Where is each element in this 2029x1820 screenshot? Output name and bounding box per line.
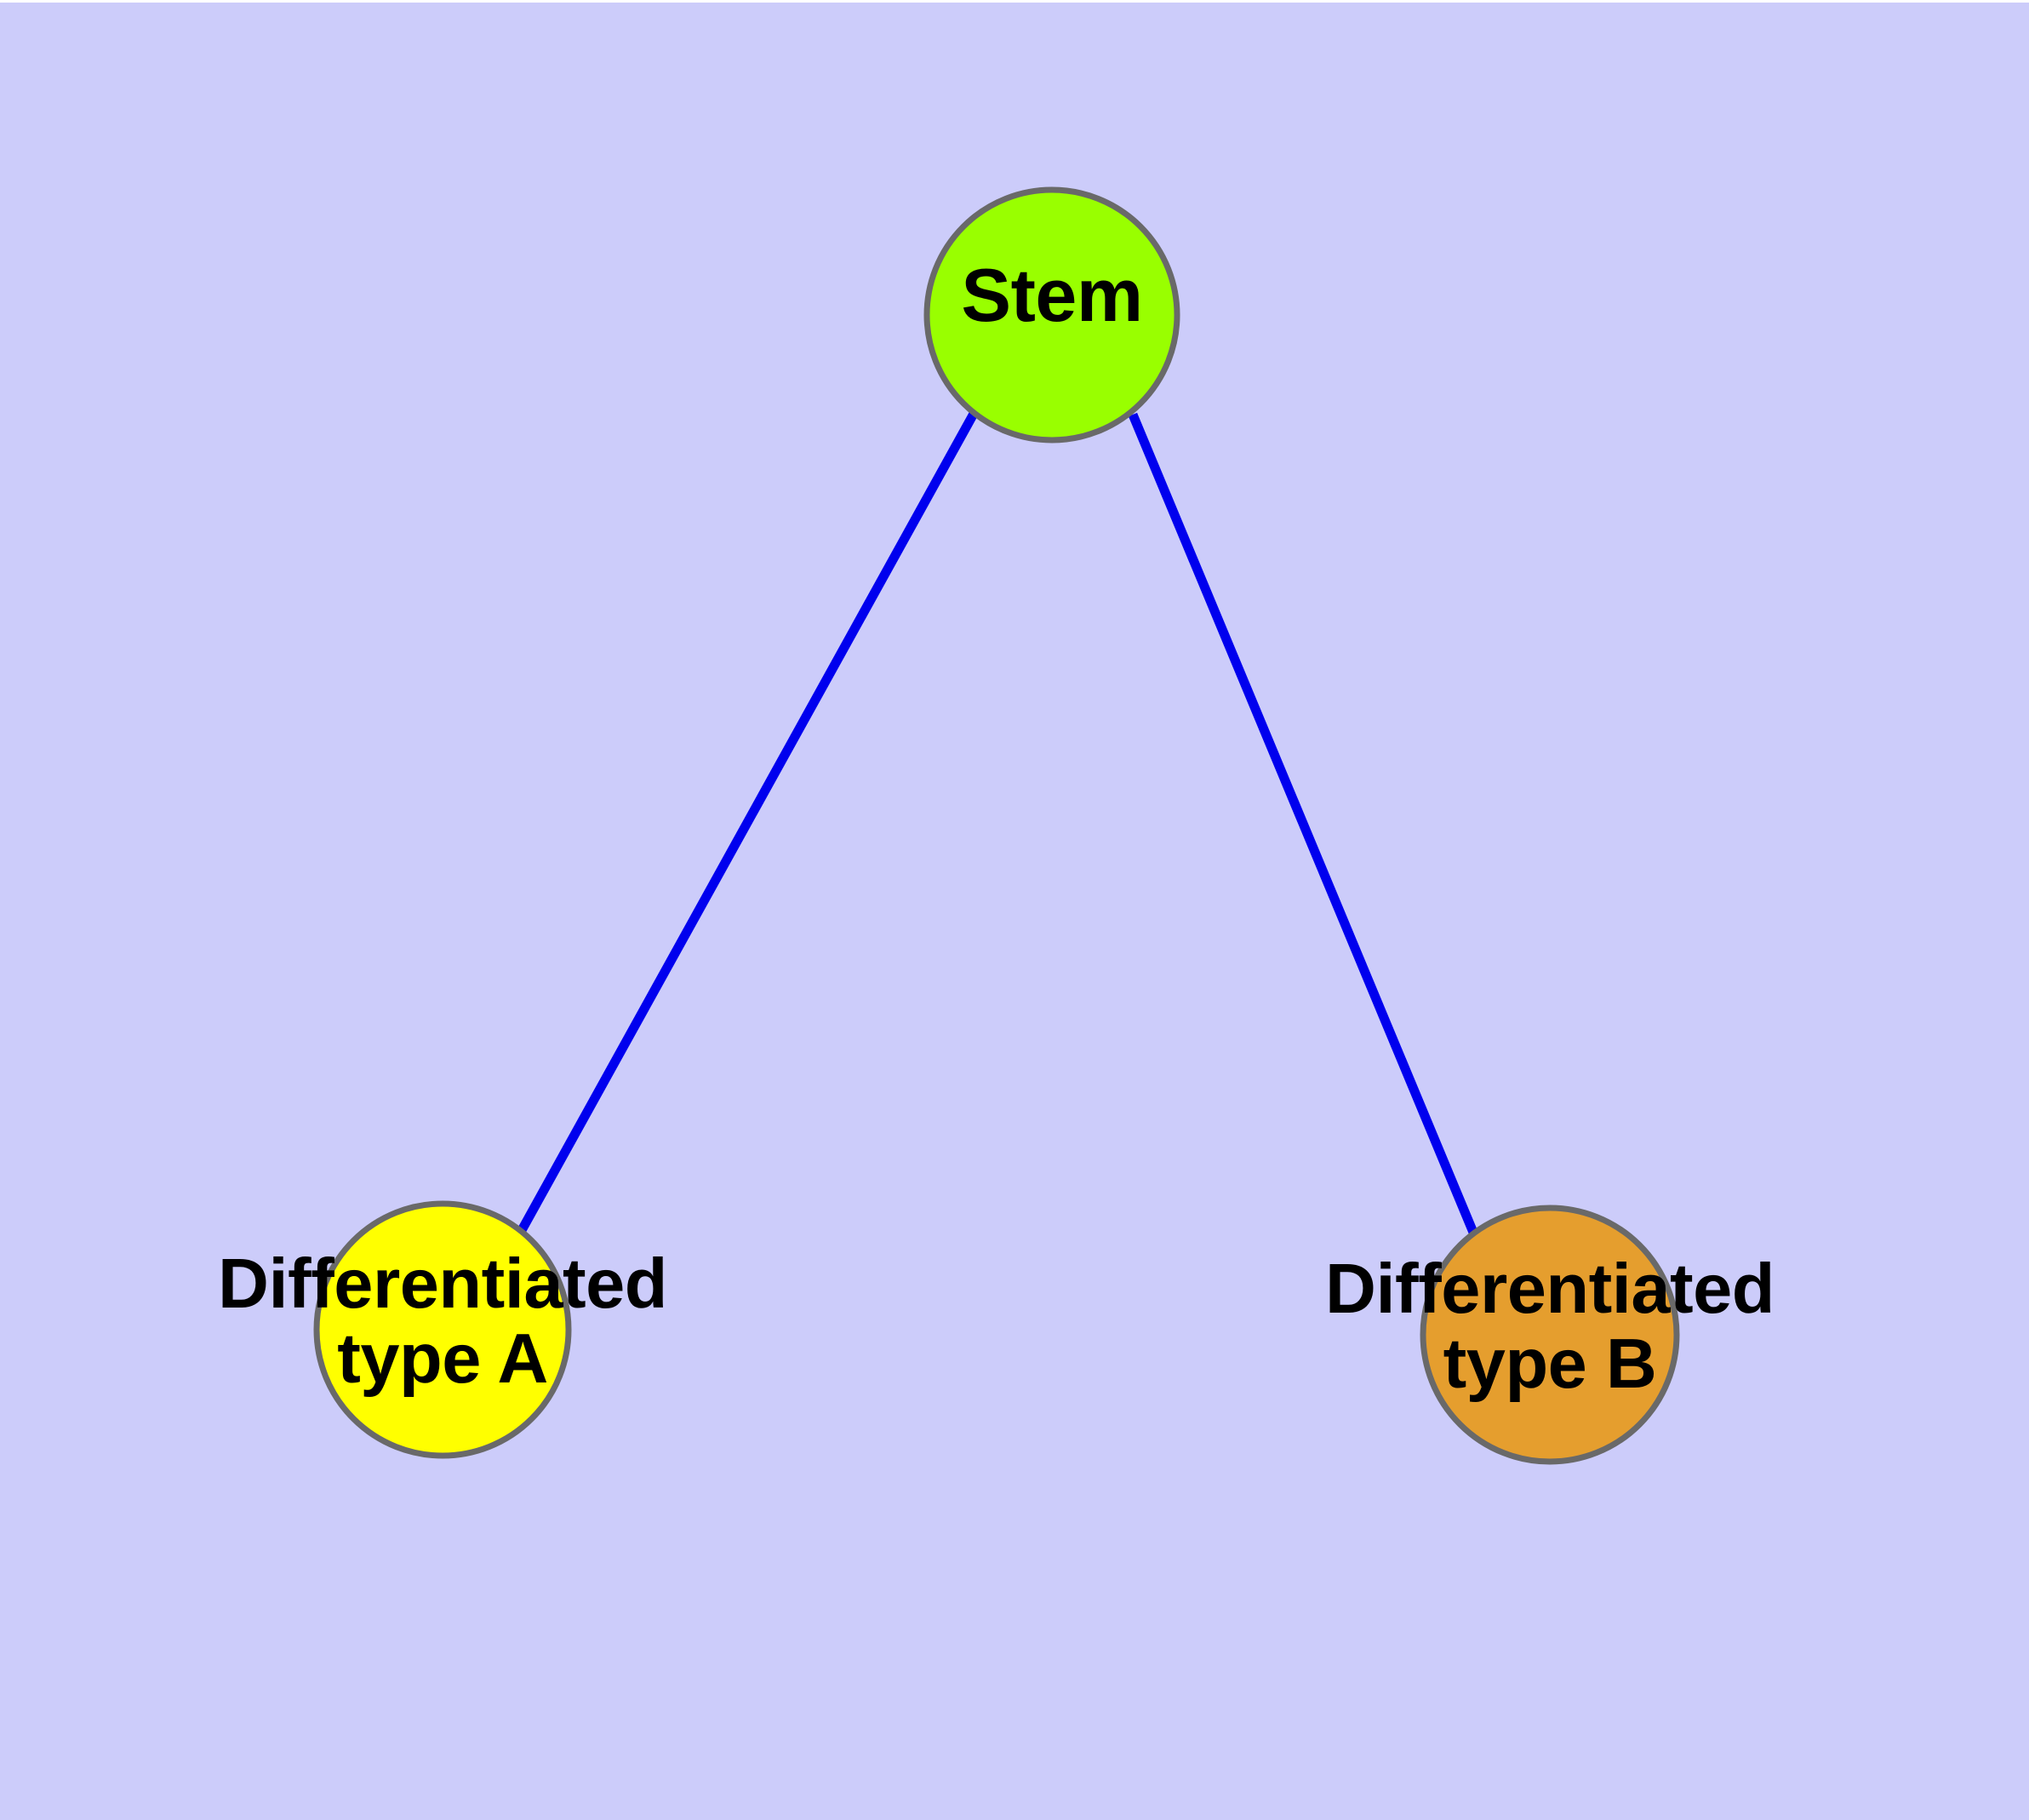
edge-stem-to-differentiated-type-a[interactable] bbox=[517, 411, 978, 1234]
top-white-strip bbox=[0, 0, 2029, 3]
node-differentiated-type-b[interactable] bbox=[1420, 1205, 1680, 1465]
edge-stem-to-differentiated-type-b[interactable] bbox=[1128, 412, 1479, 1237]
node-differentiated-type-a[interactable] bbox=[313, 1200, 572, 1459]
node-stem[interactable] bbox=[923, 186, 1180, 444]
